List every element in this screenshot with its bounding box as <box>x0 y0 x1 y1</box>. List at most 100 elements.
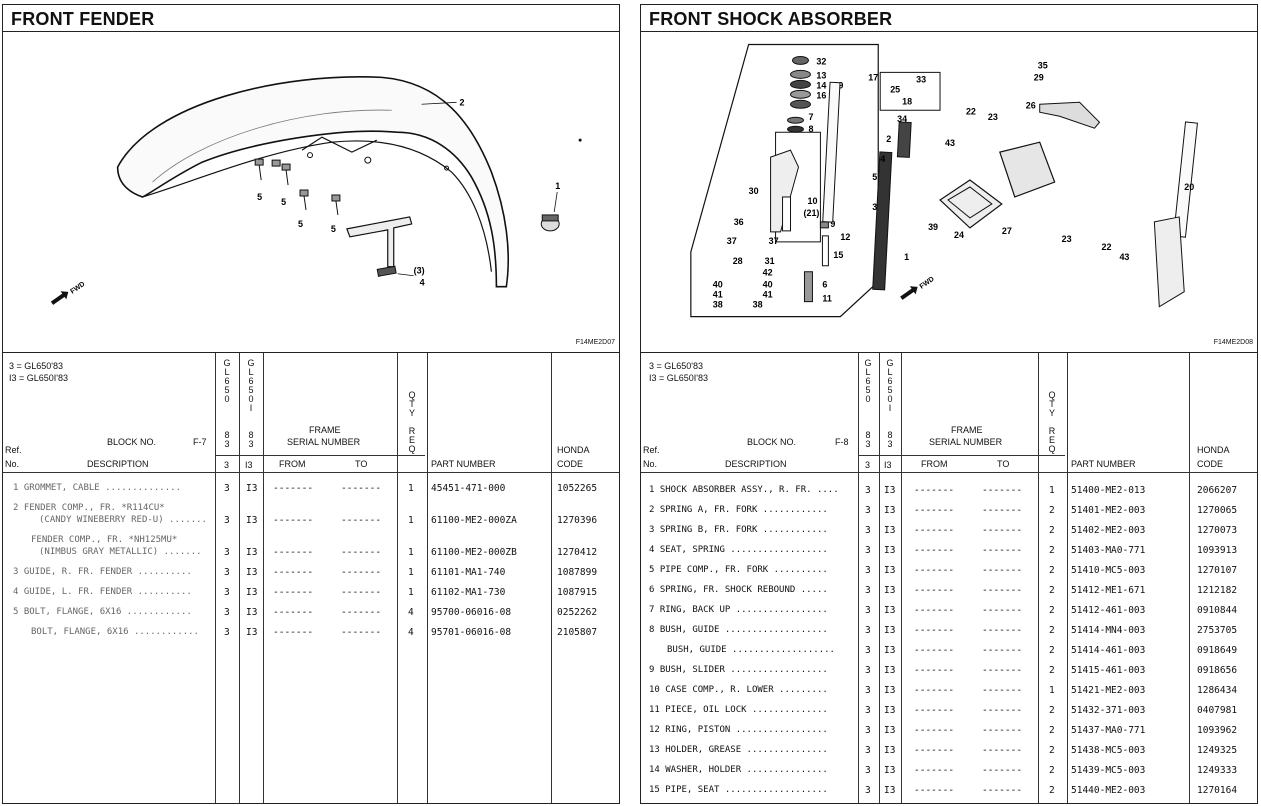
block-no-label: BLOCK NO. <box>107 437 157 447</box>
col1-sub: 3 <box>865 460 871 470</box>
serial-from-cell: ------- <box>273 607 314 618</box>
serial-from-cell: ------- <box>914 585 955 596</box>
serial-to-cell: ------- <box>982 705 1023 716</box>
serial-from-cell: ------- <box>914 705 955 716</box>
model-gl650i-cell: I3 <box>246 567 258 578</box>
honda-header: HONDA <box>1197 445 1230 455</box>
model-gl650-cell: 3 <box>224 627 230 638</box>
honda-code-cell: 1270107 <box>1197 565 1238 576</box>
part-number-cell: 51403-MA0-771 <box>1071 545 1146 556</box>
serial-to-cell: ------- <box>982 745 1023 756</box>
svg-text:39: 39 <box>928 222 938 232</box>
serial-to-cell: ------- <box>982 605 1023 616</box>
serial-to-cell: ------- <box>982 645 1023 656</box>
qty-cell: 2 <box>1049 705 1055 716</box>
block-no-label: BLOCK NO. <box>747 437 797 447</box>
serial-to-cell: ------- <box>341 515 382 526</box>
serial-to-cell: ------- <box>982 685 1023 696</box>
description-cell: 13 HOLDER, GREASE ............... <box>649 745 828 755</box>
serial-from-cell: ------- <box>273 627 314 638</box>
svg-text:26: 26 <box>1026 100 1036 110</box>
svg-text:16: 16 <box>816 90 826 100</box>
ref-label: Ref. <box>643 445 660 455</box>
svg-text:37: 37 <box>769 236 779 246</box>
svg-text:36: 36 <box>734 217 744 227</box>
no-label: No. <box>5 459 20 469</box>
svg-text:23: 23 <box>1062 234 1072 244</box>
block-no: F-7 <box>193 437 207 447</box>
legend-line-2: I3 = GL650I'83 <box>649 373 709 383</box>
model-gl650i-cell: I3 <box>884 725 896 736</box>
honda-code-cell: 1270073 <box>1197 525 1238 536</box>
qty-cell: 1 <box>408 483 414 494</box>
honda-code-cell: 0910844 <box>1197 605 1238 616</box>
serial-from-cell: ------- <box>273 587 314 598</box>
qty-cell: 2 <box>1049 605 1055 616</box>
front-shock-diagram: 32 13 14 19 16 7 8 30 36 10 (21) 9 37 37… <box>641 32 1257 353</box>
description-cell: 3 GUIDE, R. FR. FENDER .......... <box>13 567 192 577</box>
table-row: FENDER COMP., FR. *NH125MU*(NIMBUS GRAY … <box>3 535 619 565</box>
svg-text:43: 43 <box>1119 252 1129 262</box>
serial-to-cell: ------- <box>982 585 1023 596</box>
svg-text:18: 18 <box>902 96 912 106</box>
serial-to-cell: ------- <box>982 765 1023 776</box>
qty-cell: 2 <box>1049 505 1055 516</box>
model-gl650-cell: 3 <box>865 785 871 796</box>
qty-cell: 2 <box>1049 665 1055 676</box>
part-number-cell: 51439-MC5-003 <box>1071 765 1146 776</box>
description-header: DESCRIPTION <box>87 459 149 469</box>
description-cell: BUSH, GUIDE ................... <box>667 645 835 655</box>
parts-table: 3 = GL650'83 I3 = GL650I'83 Ref. No. BLO… <box>3 353 619 803</box>
figure-code: F14ME2D07 <box>575 339 615 346</box>
qty-cell: 2 <box>1049 725 1055 736</box>
model-gl650i-cell: I3 <box>246 587 258 598</box>
serial-to-cell: ------- <box>341 547 382 558</box>
from-header: FROM <box>279 459 306 469</box>
svg-text:13: 13 <box>816 70 826 80</box>
honda-code-cell: 1212182 <box>1197 585 1238 596</box>
serial-to-cell: ------- <box>982 545 1023 556</box>
part-number-cell: 51414-MN4-003 <box>1071 625 1146 636</box>
svg-text:23: 23 <box>988 112 998 122</box>
honda-code-cell: 1087899 <box>557 567 598 578</box>
serial-number-header: SERIAL NUMBER <box>287 437 361 447</box>
part-number-cell: 51402-ME2-003 <box>1071 525 1146 536</box>
legend-line-1: 3 = GL650'83 <box>9 361 64 371</box>
callout-4: 4 <box>420 278 425 288</box>
model-gl650-cell: 3 <box>865 745 871 756</box>
svg-text:38: 38 <box>713 300 723 310</box>
description-cell: 5 PIPE COMP., FR. FORK .......... <box>649 565 828 575</box>
front-fender-diagram: 2 1 5 5 5 5 (3) 4 <box>3 32 619 353</box>
description-cell: 11 PIECE, OIL LOCK .............. <box>649 705 828 715</box>
serial-from-cell: ------- <box>273 547 314 558</box>
serial-from-cell: ------- <box>914 645 955 656</box>
svg-text:3: 3 <box>872 202 877 212</box>
part-number-cell: 61100-ME2-000ZA <box>431 515 517 526</box>
serial-to-cell: ------- <box>341 607 382 618</box>
model-gl650-cell: 3 <box>224 515 230 526</box>
model-gl650i-cell: I3 <box>246 547 258 558</box>
svg-text:35: 35 <box>1038 60 1048 70</box>
serial-from-cell: ------- <box>914 725 955 736</box>
description-cell: 1 SHOCK ABSORBER ASSY., R. FR. .... <box>649 485 839 495</box>
serial-from-cell: ------- <box>914 625 955 636</box>
serial-to-cell: ------- <box>982 785 1023 796</box>
part-number-header: PART NUMBER <box>1071 459 1136 469</box>
qty-cell: 1 <box>1049 685 1055 696</box>
model-gl650-cell: 3 <box>865 705 871 716</box>
svg-text:9: 9 <box>830 219 835 229</box>
part-number-cell: 51415-461-003 <box>1071 665 1146 676</box>
model-gl650-cell: 3 <box>865 685 871 696</box>
no-label: No. <box>643 459 658 469</box>
